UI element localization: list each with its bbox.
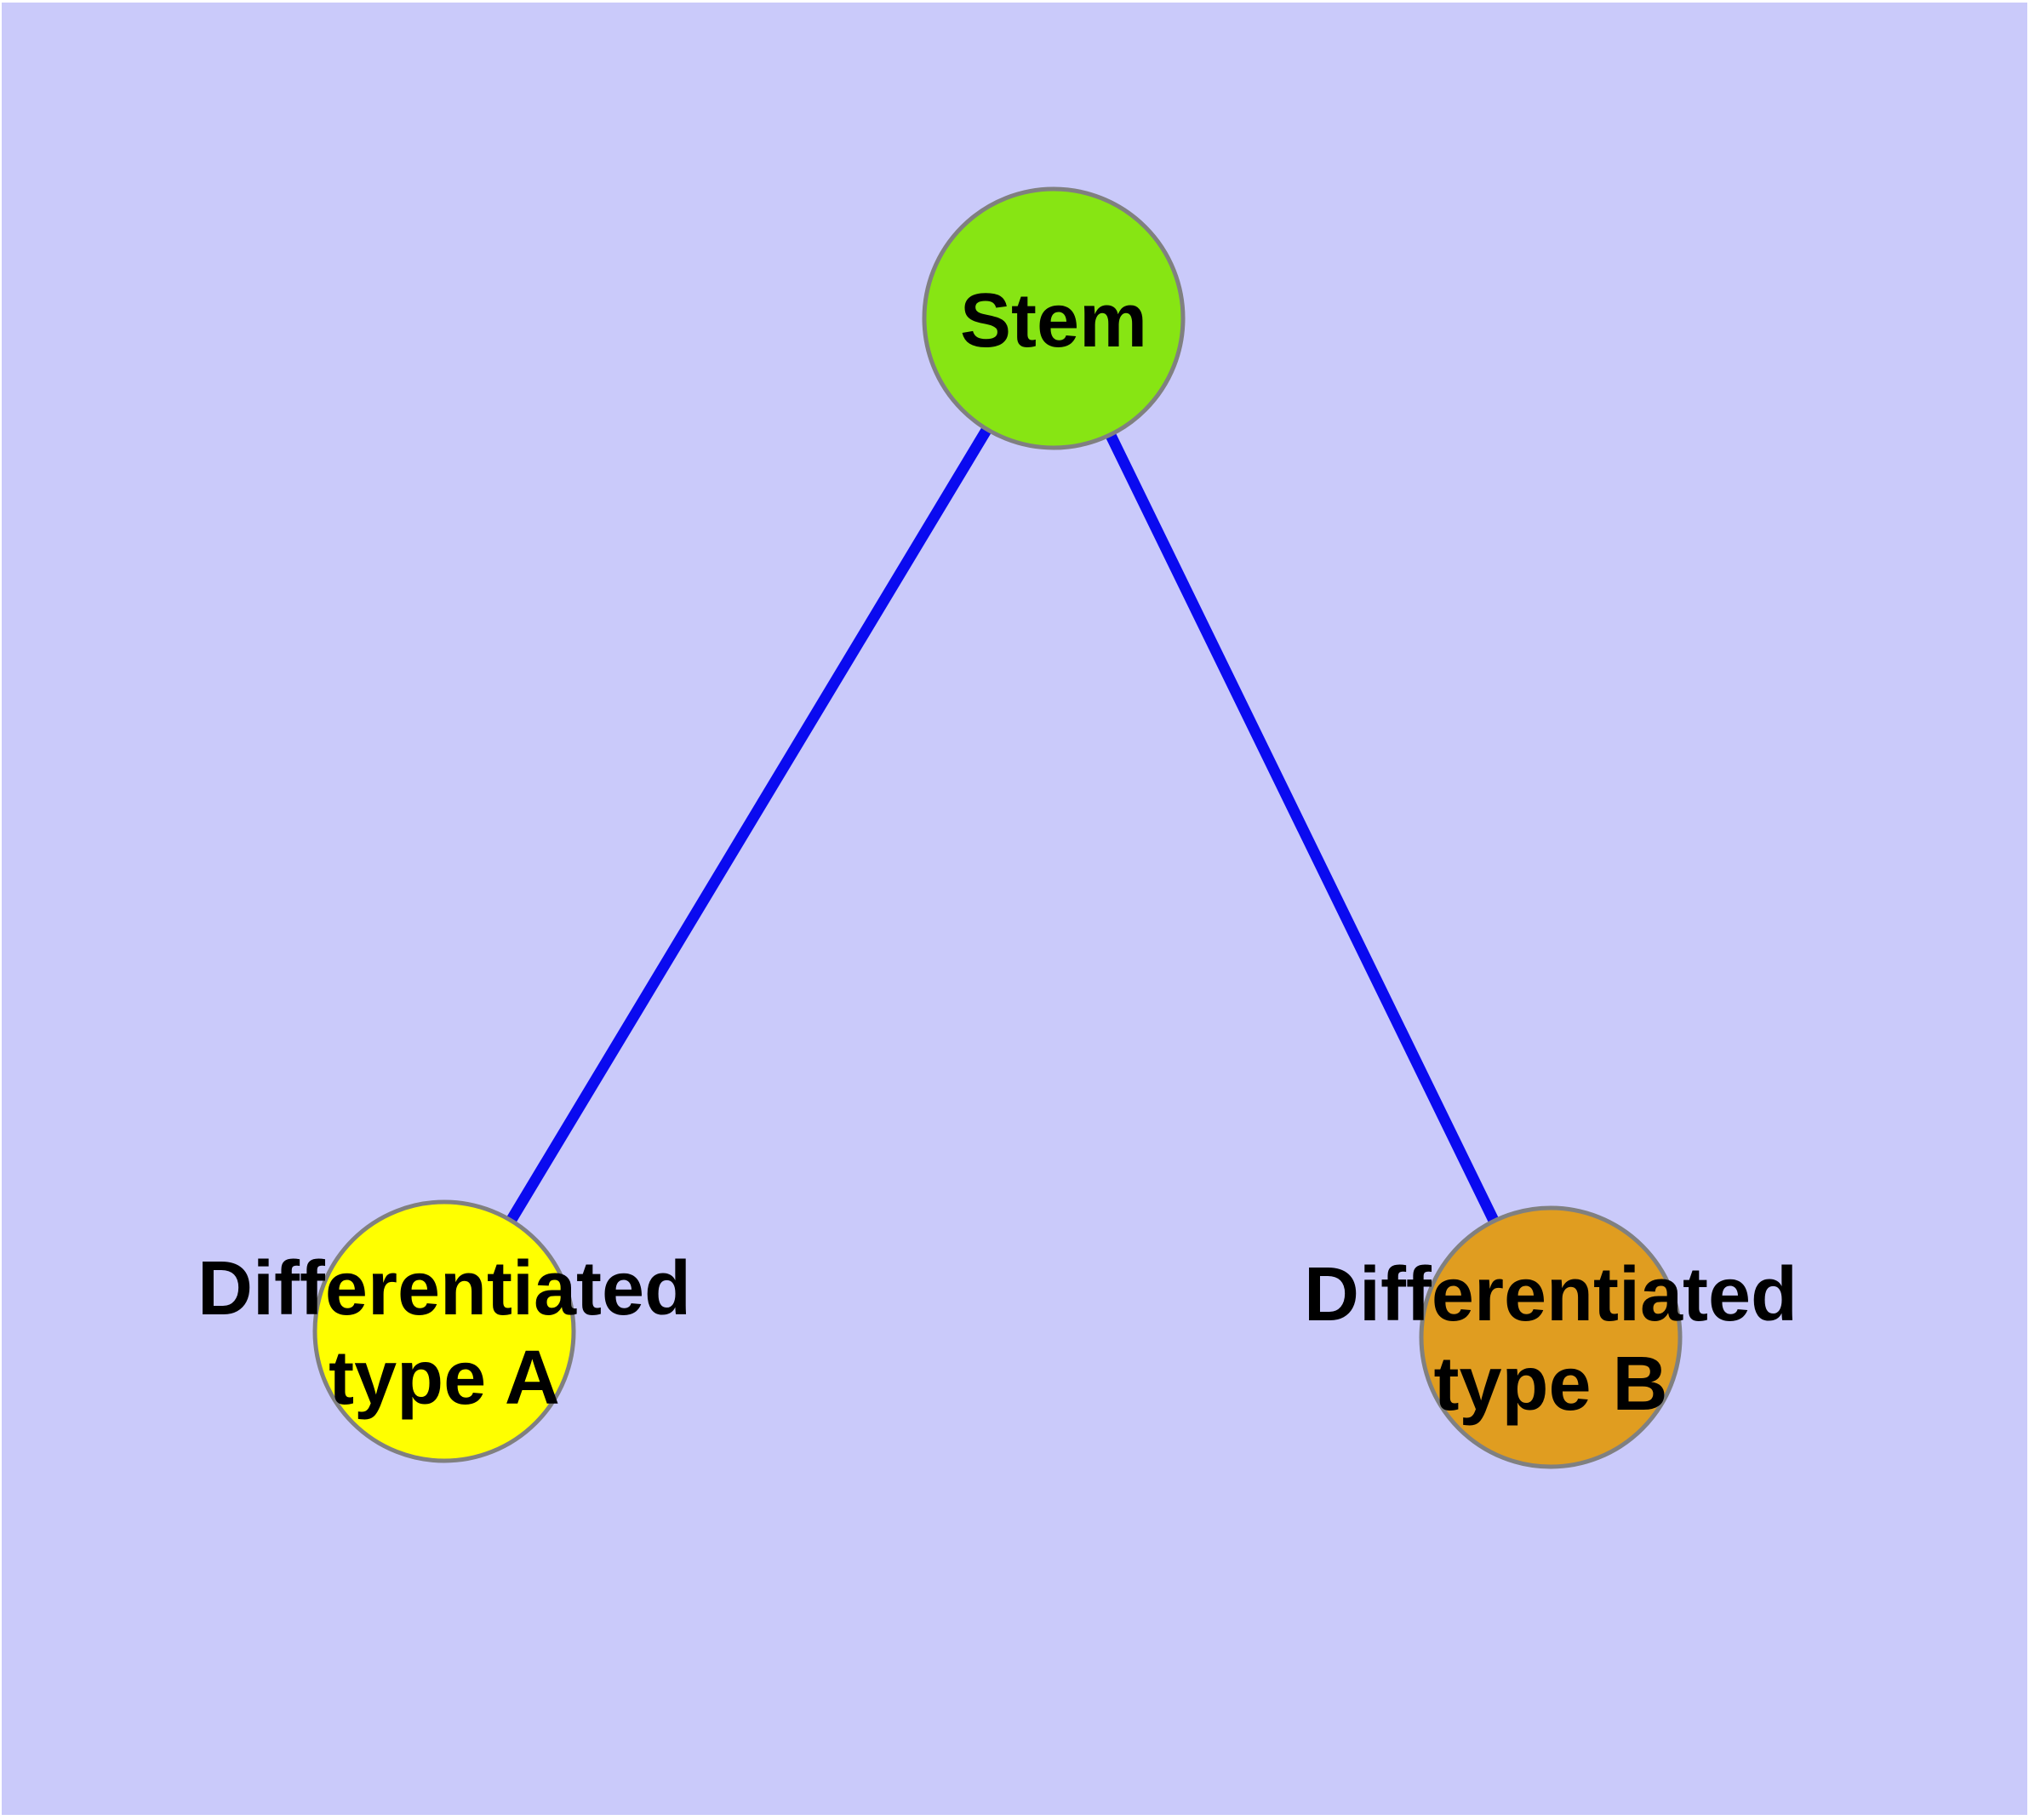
node-type-a-label-line1: Differentiated bbox=[197, 1246, 691, 1331]
edge-stem-to-type-b bbox=[1049, 316, 1556, 1340]
edge-stem-to-type-a bbox=[439, 315, 1059, 1335]
node-type-a-label-line2: type A bbox=[329, 1336, 560, 1421]
node-differentiated-type-a bbox=[312, 1199, 576, 1463]
node-stem bbox=[922, 186, 1186, 450]
node-stem-label: Stem bbox=[960, 278, 1147, 363]
node-type-b-label-line2: type B bbox=[1433, 1342, 1667, 1427]
node-differentiated-type-b bbox=[1419, 1205, 1683, 1469]
node-type-b-label-line1: Differentiated bbox=[1304, 1252, 1798, 1337]
